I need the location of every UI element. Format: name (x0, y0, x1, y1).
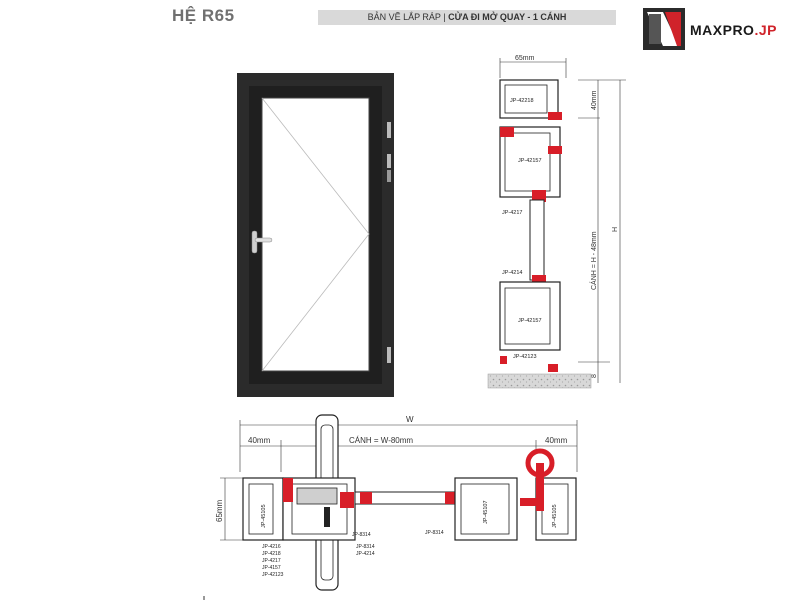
label-left-frame: JP-45105 (261, 504, 267, 528)
floor (487, 373, 592, 389)
drawing-banner: BẢN VẼ LẮP RÁP | CỬA ĐI MỞ QUAY - 1 CÁNH (318, 10, 616, 25)
gasket-left-2 (340, 492, 354, 508)
dim-width-label: 65mm (515, 55, 535, 62)
door-handle (251, 230, 273, 254)
dim-leaf-height-label: CÁNH = H - 48mm (589, 231, 598, 290)
label-p4: JP-4214 (502, 270, 523, 276)
hinge-middle (387, 154, 391, 168)
dim-depth-label: 65mm (215, 499, 224, 522)
profile-left-frame (242, 477, 284, 541)
banner-prefix: BẢN VẼ LẮP RÁP | (367, 12, 449, 22)
label-m3: JP-4214 (356, 551, 375, 557)
opening-direction-line (261, 97, 370, 372)
plan-section: W 40mm CÁNH = W-80mm 40mm 65mm JP-45105 … (215, 414, 578, 591)
bottom-mark (203, 596, 205, 600)
brand-suffix: .JP (754, 22, 777, 38)
profile-left-leaf (282, 477, 356, 541)
label-p1: JP-42218 (510, 98, 534, 104)
dim-leaf-label: CÁNH = W-80mm (349, 436, 413, 445)
brand-name: MAXPRO.JP (690, 22, 777, 38)
profile-right-leaf (454, 477, 518, 541)
dim-right-label: 40mm (545, 436, 568, 445)
hinge-lower (387, 170, 391, 182)
system-title: HỆ R65 (172, 6, 235, 25)
label-p3: JP-4217 (502, 210, 523, 216)
label-m2: JP-8314 (356, 544, 375, 550)
label-right-frame: JP-45105 (552, 504, 558, 528)
gasket-bottom (548, 364, 558, 372)
gasket-top (548, 112, 562, 120)
door-glass (261, 97, 370, 372)
profile-bottom-leaf (499, 281, 561, 351)
dim-bottom-label: 8 (591, 374, 598, 378)
label-l5: JP-42123 (262, 572, 284, 578)
vertical-section: 65mm 40mm CÁNH = H - 48mm H 8 JP-42218 J… (487, 55, 626, 389)
label-p5: JP-42157 (518, 318, 542, 324)
brand-main: MAXPRO (690, 22, 755, 38)
label-p2: JP-42157 (518, 158, 542, 164)
label-l2: JP-4218 (262, 551, 281, 557)
door-elevation (237, 73, 394, 397)
banner-subtitle: CỬA ĐI MỞ QUAY - 1 CÁNH (448, 12, 567, 22)
label-p6: JP-42123 (513, 354, 537, 360)
hinge-leaf (536, 463, 544, 511)
label-l4: JP-4157 (262, 565, 281, 571)
dim-top-label: 40mm (591, 90, 598, 110)
lock-body (296, 487, 338, 505)
label-l1: JP-4216 (262, 544, 281, 550)
label-right-leaf: JP-45107 (483, 500, 489, 524)
hinge-top (387, 122, 391, 138)
profile-top-frame (499, 79, 559, 119)
dim-total-label: W (406, 415, 414, 424)
hinge-bottom (387, 347, 391, 363)
gasket-top-leaf (500, 127, 514, 137)
dim-left-label: 40mm (248, 436, 271, 445)
glazing-bead-top (532, 190, 546, 202)
section-glass (529, 199, 545, 281)
label-l3: JP-4217 (262, 558, 281, 564)
gasket-left-1 (283, 478, 293, 502)
maxpro-logo-icon (643, 8, 685, 50)
dim-height-label: H (612, 227, 619, 232)
label-m4: JP-8314 (425, 530, 444, 536)
label-m1: JP-8314 (352, 532, 371, 538)
